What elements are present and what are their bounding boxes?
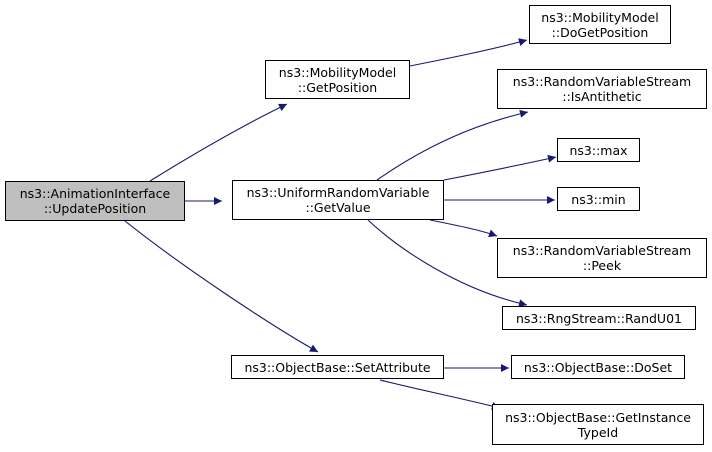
node-label-line: ::Peek: [582, 258, 622, 273]
node-label-line: ns3::RngStream::RandU01: [516, 310, 682, 326]
node-rvs-is-antithetic[interactable]: ns3::RandomVariableStream::IsAntithetic: [497, 69, 707, 109]
node-label-line: ns3::ObjectBase::SetAttribute: [244, 359, 431, 375]
node-label-line: ::GetPosition: [297, 79, 378, 95]
node-label-line: ::UpdatePosition: [43, 201, 147, 216]
edge-urv_get_value-to-rng_rand_u01: [367, 219, 528, 308]
edge-update_position-to-ob_set_attribute: [124, 220, 319, 353]
node-rvs-peek[interactable]: ns3::RandomVariableStream::Peek: [497, 238, 707, 278]
edge-update_position-to-mm_get_position: [149, 103, 288, 182]
node-rng-rand-u01[interactable]: ns3::RngStream::RandU01: [502, 306, 696, 330]
node-label-line: ns3::RandomVariableStream: [512, 243, 692, 258]
node-label-line: ns3::ObjectBase::GetInstance: [505, 409, 691, 425]
node-label-line: ns3::max: [569, 142, 628, 158]
node-label-line: ns3::UniformRandomVariable: [246, 185, 430, 200]
node-label-line: ns3::ObjectBase::DoSet: [523, 359, 673, 375]
node-label-line: ns3::AnimationInterface: [19, 186, 171, 201]
edge-urv_get_value-to-rvs_is_antithetic: [376, 109, 529, 181]
node-label-line: ns3::MobilityModel: [278, 64, 397, 80]
node-label-line: ns3::min: [571, 191, 626, 207]
node-label-line: ::GetValue: [305, 200, 371, 215]
node-label-line: TypeId: [577, 424, 619, 440]
node-min[interactable]: ns3::min: [557, 187, 640, 211]
node-ob-set-attribute[interactable]: ns3::ObjectBase::SetAttribute: [231, 355, 444, 379]
node-ob-do-set[interactable]: ns3::ObjectBase::DoSet: [511, 355, 685, 379]
node-label-line: ::IsAntithetic: [562, 89, 642, 104]
node-label-line: ns3::RandomVariableStream: [512, 74, 692, 89]
edge-urv_get_value-to-rvs_peek: [429, 219, 498, 238]
node-urv-get-value[interactable]: ns3::UniformRandomVariable::GetValue: [232, 180, 444, 220]
edge-mm_get_position-to-mm_do_get_position: [409, 38, 528, 67]
node-mm-do-get-position[interactable]: ns3::MobilityModel::DoGetPosition: [529, 5, 671, 44]
node-max[interactable]: ns3::max: [557, 138, 640, 162]
node-label-line: ns3::MobilityModel: [541, 9, 659, 25]
edge-urv_get_value-to-max: [443, 154, 557, 181]
node-update-position[interactable]: ns3::AnimationInterface::UpdatePosition: [5, 181, 185, 221]
edge-ob_set_attribute-to-ob_get_instance_type_id: [379, 379, 501, 410]
node-mm-get-position[interactable]: ns3::MobilityModel::GetPosition: [265, 60, 410, 99]
node-label-line: ::DoGetPosition: [551, 24, 649, 40]
